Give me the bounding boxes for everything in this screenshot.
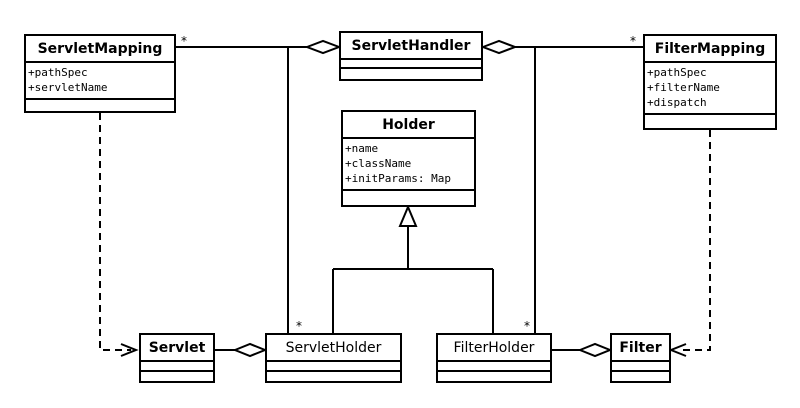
multiplicity-label: *: [630, 34, 636, 48]
aggregation-diamond-filter: [577, 342, 613, 358]
class-name: Servlet: [148, 340, 206, 356]
operations-section: [645, 113, 775, 120]
attribute: +pathSpec: [647, 66, 707, 79]
attribute: +dispatch: [647, 96, 707, 109]
multiplicity-label: *: [524, 319, 530, 333]
dependency-filtermapping-filter: [680, 130, 711, 351]
class-filtermapping: FilterMapping +pathSpec +filterName +dis…: [643, 34, 777, 130]
attributes-section: [341, 58, 481, 67]
attributes-section: [612, 360, 669, 370]
class-servlethandler: ServletHandler: [339, 31, 483, 81]
operations-section: [26, 98, 174, 105]
aggregation-diamond-servletholder: [232, 342, 268, 358]
attribute-list: +name +className +initParams: Map: [343, 137, 474, 189]
operations-section: [341, 67, 481, 76]
operations-section: [267, 370, 400, 380]
dependency-servletmapping-servlet: [99, 113, 131, 351]
generalization-triangle: [398, 204, 418, 227]
operations-section: [438, 370, 550, 380]
attribute: +filterName: [647, 81, 720, 94]
class-name: ServletMapping: [37, 41, 163, 57]
attributes-section: [267, 360, 400, 370]
dependency-arrowhead-filter: [668, 343, 687, 357]
class-filterholder: FilterHolder: [436, 333, 552, 383]
multiplicity-label: *: [296, 319, 302, 333]
attribute: +className: [345, 157, 412, 170]
aggregation-diamond-handler-left: [304, 39, 342, 55]
generalization-connector: [332, 226, 494, 333]
class-servletmapping: ServletMapping +pathSpec +servletName: [24, 34, 176, 113]
dependency-arrowhead-servlet: [120, 343, 139, 357]
operations-section: [343, 189, 474, 196]
operations-section: [612, 370, 669, 380]
class-servletholder: ServletHolder: [265, 333, 402, 383]
multiplicity-label: *: [181, 34, 187, 48]
attributes-section: [438, 360, 550, 370]
class-name: FilterHolder: [453, 340, 535, 356]
class-holder: Holder +name +className +initParams: Map: [341, 110, 476, 207]
attribute: +initParams: Map: [345, 172, 451, 185]
class-name: ServletHandler: [351, 38, 471, 54]
attribute-list: +pathSpec +servletName: [26, 61, 174, 98]
attribute: +pathSpec: [28, 66, 88, 79]
attribute: +servletName: [28, 81, 108, 94]
class-servlet: Servlet: [139, 333, 215, 383]
class-filter: Filter: [610, 333, 671, 383]
class-name: ServletHolder: [285, 340, 382, 356]
class-name: FilterMapping: [654, 41, 766, 57]
attribute-list: +pathSpec +filterName +dispatch: [645, 61, 775, 113]
aggregation-diamond-handler-right: [480, 39, 518, 55]
class-name: Holder: [382, 117, 435, 133]
class-name: Filter: [619, 340, 662, 356]
attributes-section: [141, 360, 213, 370]
attribute: +name: [345, 142, 379, 155]
operations-section: [141, 370, 213, 380]
